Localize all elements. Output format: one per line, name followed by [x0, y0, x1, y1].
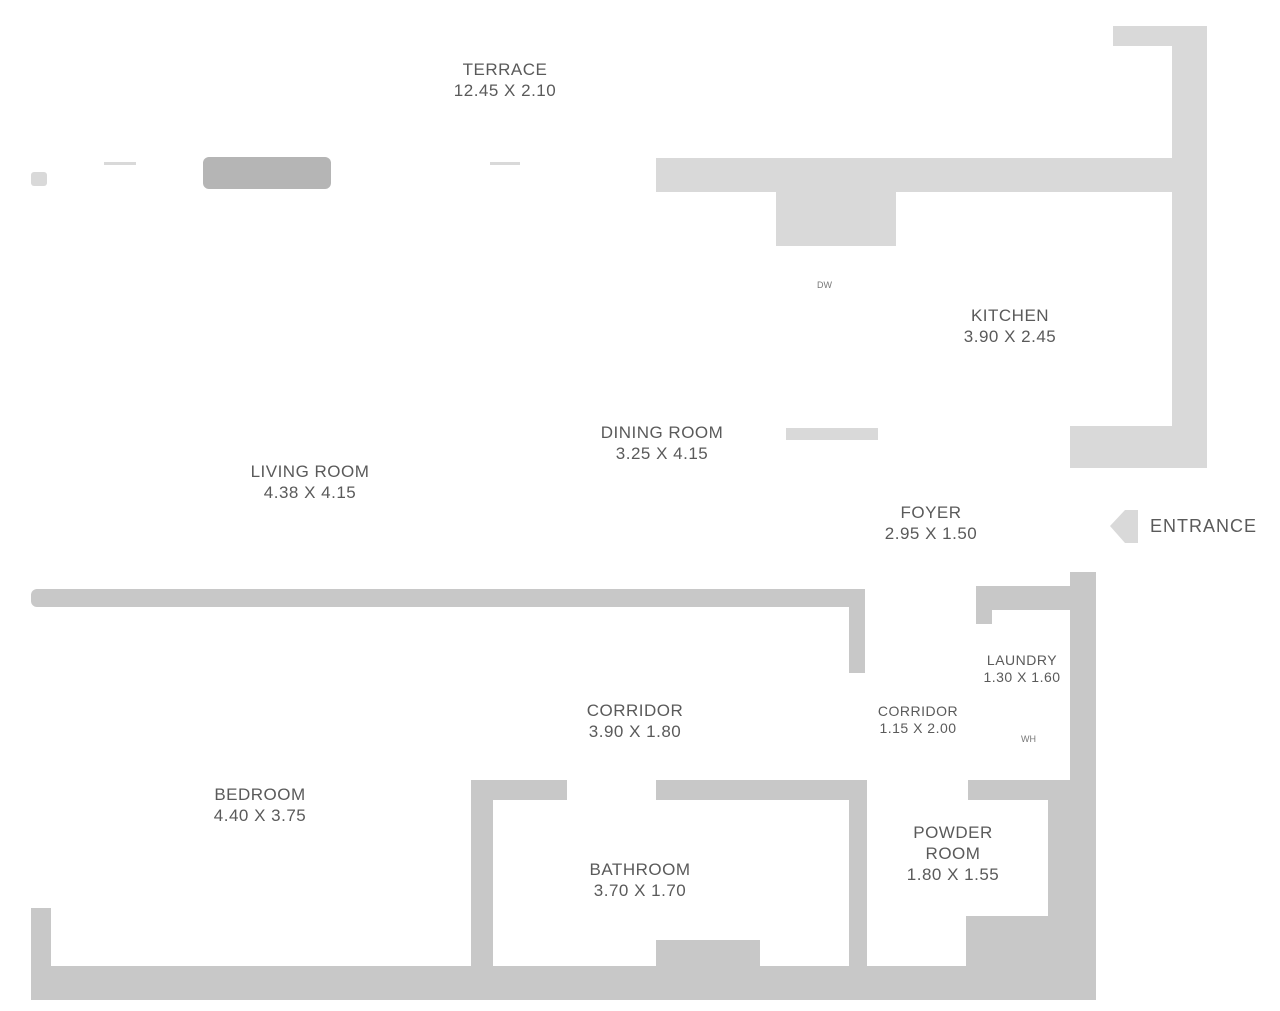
living-bedroom-wall	[31, 589, 865, 607]
terrace-planter	[203, 157, 331, 189]
laundry-top-wall	[976, 586, 1076, 610]
kitchen-right-lower	[1070, 426, 1207, 468]
room-bedroom: BEDROOM 4.40 X 3.75	[190, 784, 330, 826]
bathroom-top-wall-left	[471, 780, 567, 800]
room-bathroom-dim: 3.70 X 1.70	[593, 881, 687, 900]
room-laundry-dim: 1.30 X 1.60	[983, 669, 1061, 685]
room-dining: DINING ROOM 3.25 X 4.15	[582, 422, 742, 464]
room-foyer-dim: 2.95 X 1.50	[884, 524, 978, 543]
room-terrace-name: TERRACE	[462, 60, 548, 79]
room-corridor-1-dim: 3.90 X 1.80	[588, 722, 682, 741]
bathroom-left-wall	[471, 780, 493, 970]
room-bedroom-dim: 4.40 X 3.75	[213, 806, 307, 825]
room-terrace: TERRACE 12.45 X 2.10	[445, 59, 565, 101]
bathroom-fixture	[656, 940, 760, 970]
powder-top-wall	[968, 780, 1070, 800]
room-powder-dim: 1.80 X 1.55	[906, 865, 1000, 884]
kitchen-cabinet	[776, 190, 896, 246]
room-dining-name: DINING ROOM	[600, 423, 724, 442]
room-kitchen: KITCHEN 3.90 X 2.45	[950, 305, 1070, 347]
terrace-mark-2	[490, 162, 520, 165]
room-living: LIVING ROOM 4.38 X 4.15	[230, 461, 390, 503]
room-bedroom-name: BEDROOM	[214, 785, 306, 804]
bathroom-top-wall-right	[656, 780, 866, 800]
room-dining-dim: 3.25 X 4.15	[615, 444, 709, 463]
room-corridor-1-name: CORRIDOR	[586, 701, 684, 720]
entrance-label: ENTRANCE	[1150, 516, 1258, 536]
room-laundry-name: LAUNDRY	[986, 652, 1058, 668]
room-bathroom-name: BATHROOM	[589, 860, 691, 879]
room-powder-name: POWDER ROOM	[913, 823, 993, 863]
room-living-dim: 4.38 X 4.15	[263, 483, 357, 502]
bathroom-right-wall	[849, 780, 867, 970]
entrance-arrow-icon	[1110, 510, 1138, 543]
room-corridor-2-dim: 1.15 X 2.00	[879, 720, 957, 736]
room-corridor-1: CORRIDOR 3.90 X 1.80	[565, 700, 705, 742]
terrace-edge-left	[31, 172, 47, 186]
water-heater-label: WH	[1021, 734, 1036, 744]
kitchen-counter	[786, 428, 878, 440]
kitchen-right-wall	[1172, 26, 1207, 450]
room-kitchen-dim: 3.90 X 2.45	[963, 327, 1057, 346]
room-living-name: LIVING ROOM	[250, 462, 370, 481]
room-laundry: LAUNDRY 1.30 X 1.60	[972, 652, 1072, 686]
kitchen-right-top	[1113, 26, 1207, 46]
room-bathroom: BATHROOM 3.70 X 1.70	[570, 859, 710, 901]
laundry-left-wall	[976, 586, 992, 624]
powder-fixture	[966, 916, 1056, 970]
room-corridor-2: CORRIDOR 1.15 X 2.00	[866, 703, 970, 737]
room-powder: POWDER ROOM 1.80 X 1.55	[893, 822, 1013, 885]
dishwasher-label: DW	[817, 280, 832, 290]
room-kitchen-name: KITCHEN	[970, 306, 1050, 325]
room-corridor-2-name: CORRIDOR	[877, 703, 959, 719]
kitchen-top-wall	[656, 158, 1186, 192]
bottom-wall	[31, 966, 1096, 1000]
terrace-mark-1	[104, 162, 136, 165]
room-foyer: FOYER 2.95 X 1.50	[871, 502, 991, 544]
room-foyer-name: FOYER	[900, 503, 962, 522]
room-terrace-dim: 12.45 X 2.10	[453, 81, 557, 100]
corridor-post-left	[849, 589, 865, 673]
